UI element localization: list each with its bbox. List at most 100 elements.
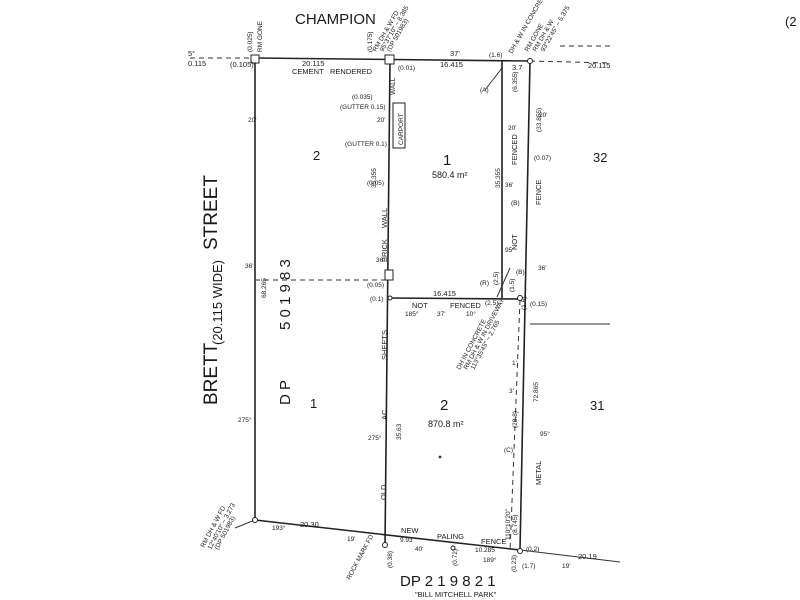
brett-width-label: (20.115 WIDE) bbox=[210, 260, 225, 345]
ac-label: AC bbox=[380, 409, 389, 420]
mid-len-16415: 16.415 bbox=[433, 289, 456, 298]
wall-label: WALL bbox=[380, 208, 389, 228]
mid-deg-275: 275° bbox=[368, 434, 382, 442]
lot1-len-35355b: 35.355 bbox=[495, 168, 502, 188]
offset-8745: (8.745) bbox=[512, 514, 519, 535]
brett-label: BRETT bbox=[201, 342, 222, 405]
old-label: OLD bbox=[379, 484, 388, 500]
gone-offset: (0.025) bbox=[247, 31, 254, 52]
top-offset-16: (1.6) bbox=[489, 52, 502, 59]
top-left-len: 0.115 bbox=[188, 59, 206, 68]
adjoining-lot-2: 2 bbox=[313, 148, 320, 163]
offset-0035: (0.035) bbox=[352, 94, 373, 101]
bottom-len-993: 9.93 bbox=[400, 537, 413, 544]
fence-len-20c: 20' bbox=[508, 125, 516, 132]
deg-36c: 36' bbox=[538, 265, 546, 272]
marker-r: (R) bbox=[480, 280, 489, 287]
corner-peg-top-right bbox=[527, 58, 533, 64]
brick-wall-marker bbox=[384, 269, 394, 281]
dim-3: 3' bbox=[509, 388, 514, 395]
wall-top-label: WALL bbox=[390, 77, 397, 95]
mid-deg-185: 185° bbox=[405, 310, 419, 318]
marker-b: (B) bbox=[511, 200, 520, 207]
leader-line-rm-fd bbox=[234, 519, 256, 529]
lot2-len-3563: 35.63 bbox=[396, 423, 403, 440]
lot2-number: 2 bbox=[440, 397, 448, 414]
top-len-20115: 20.115 bbox=[302, 59, 324, 68]
bottom-boundary-line bbox=[254, 519, 521, 551]
lot1-number: 1 bbox=[443, 152, 451, 169]
offset-007: (0.07) bbox=[534, 155, 551, 162]
lot2-dot bbox=[438, 455, 442, 459]
deg-36a: 36' bbox=[376, 257, 384, 264]
lot-wall-line bbox=[384, 59, 391, 546]
mid-offset-15: (1.5) bbox=[509, 279, 516, 292]
dim-1: 1' bbox=[512, 360, 517, 367]
adjoining-lot-31: 31 bbox=[590, 398, 604, 413]
bottom-deg-189: 189° bbox=[483, 556, 497, 564]
top-offset-001: (0.01) bbox=[398, 65, 415, 72]
adjoining-lot-1: 1 bbox=[310, 396, 317, 411]
rendered-label: RENDERED bbox=[330, 67, 373, 76]
bottom-deg-19b: 19' bbox=[562, 563, 570, 570]
metal-label: METAL bbox=[534, 461, 543, 485]
corner-peg-bottom-left bbox=[252, 517, 258, 523]
left-boundary-annotations: 36' 68.265 275° 275° bbox=[238, 263, 382, 442]
fence-bottom-label: FENCE bbox=[481, 537, 506, 546]
lot1-len-35355: 35.355 bbox=[371, 168, 378, 188]
dp-letters-label: D P bbox=[277, 380, 294, 405]
lot2-deg-95: 95° bbox=[540, 430, 550, 438]
bottom-boundary-annotations: 193° 20.30 19' NEW PALING FENCE 9.93 10.… bbox=[200, 501, 597, 581]
boundary-lines bbox=[190, 45, 621, 563]
rm-gone-marker bbox=[250, 54, 260, 64]
corner-peg-bottom-right bbox=[517, 548, 523, 554]
mid-offset-25: (2.5) bbox=[493, 272, 500, 285]
lot2-annotations: SHEETS AC OLD 35.63 72.865 (28.8) (C) 95… bbox=[379, 330, 550, 540]
bottom-offset-023: (0.23) bbox=[511, 555, 518, 572]
lot1-annotations: (0.035) (GUTTER 0.15) (GUTTER 0.1) CARPO… bbox=[248, 71, 551, 289]
bottom-offset-02: (0.2) bbox=[526, 546, 539, 553]
deg-95-lot1: 95° bbox=[505, 246, 515, 254]
adjoining-lot-32: 32 bbox=[593, 150, 607, 165]
top-offset-0175: (0.175) bbox=[367, 31, 374, 52]
mid-offset-15b: (1.5) bbox=[521, 297, 528, 310]
bottom-deg-19: 19' bbox=[347, 536, 355, 543]
mid-offset-25b: (2.5) bbox=[485, 300, 498, 307]
bottom-deg-40: 40' bbox=[415, 546, 423, 553]
bottom-len-10285: 10.285 bbox=[475, 547, 495, 554]
new-label: NEW bbox=[401, 526, 419, 535]
cement-label: CEMENT bbox=[292, 67, 324, 76]
offset-005b: (0.05) bbox=[367, 282, 384, 289]
bottom-len-2030: 20.30 bbox=[300, 520, 319, 529]
sheets-label: SHEETS bbox=[380, 330, 389, 360]
street-labels: CHAMPION BRETT STREET (20.115 WIDE) "BIL… bbox=[201, 11, 497, 599]
marker-a: (A) bbox=[480, 87, 489, 94]
right-boundary-line bbox=[519, 60, 531, 551]
bottom-offset-17: (1.7) bbox=[522, 563, 535, 570]
left-len-20b: 20' bbox=[248, 117, 256, 124]
right-len-20d: 20' bbox=[539, 112, 547, 119]
street-label: STREET bbox=[201, 175, 222, 250]
lot2-area: 870.8 m² bbox=[428, 419, 464, 429]
left-deg-275: 275° bbox=[238, 416, 252, 424]
driveway-dashed-line bbox=[509, 299, 521, 553]
fenced-label: FENCED bbox=[510, 134, 519, 165]
marker-b2: (B) bbox=[516, 269, 525, 276]
bottom-offset-072: (0.72) bbox=[452, 549, 459, 566]
mid-offset-015: (0.15) bbox=[530, 301, 547, 308]
corner-peg-mid-right bbox=[517, 295, 523, 301]
lot2-len-72865: 72.865 bbox=[533, 382, 540, 402]
gutter-015: (GUTTER 0.15) bbox=[340, 104, 386, 111]
rm-gone-left: RM GONE bbox=[257, 20, 264, 52]
top-len-37: 3.7 bbox=[512, 63, 522, 72]
mid-boundary-annotations: (0.1) 16.415 NOT FENCED 185° 37' 10° (R)… bbox=[370, 269, 547, 371]
lot1-len-20a: 20' bbox=[377, 117, 385, 124]
mid-deg-10: 10° bbox=[466, 310, 476, 318]
top-offset-left: (0.105) bbox=[230, 60, 254, 69]
structures bbox=[250, 54, 533, 554]
not-label: NOT bbox=[510, 234, 519, 250]
gutter-01: (GUTTER 0.1) bbox=[345, 141, 387, 148]
offset-6355: (6.355) bbox=[512, 71, 519, 92]
leader-line-r bbox=[496, 267, 511, 298]
carport-label: CARPORT bbox=[398, 113, 405, 145]
